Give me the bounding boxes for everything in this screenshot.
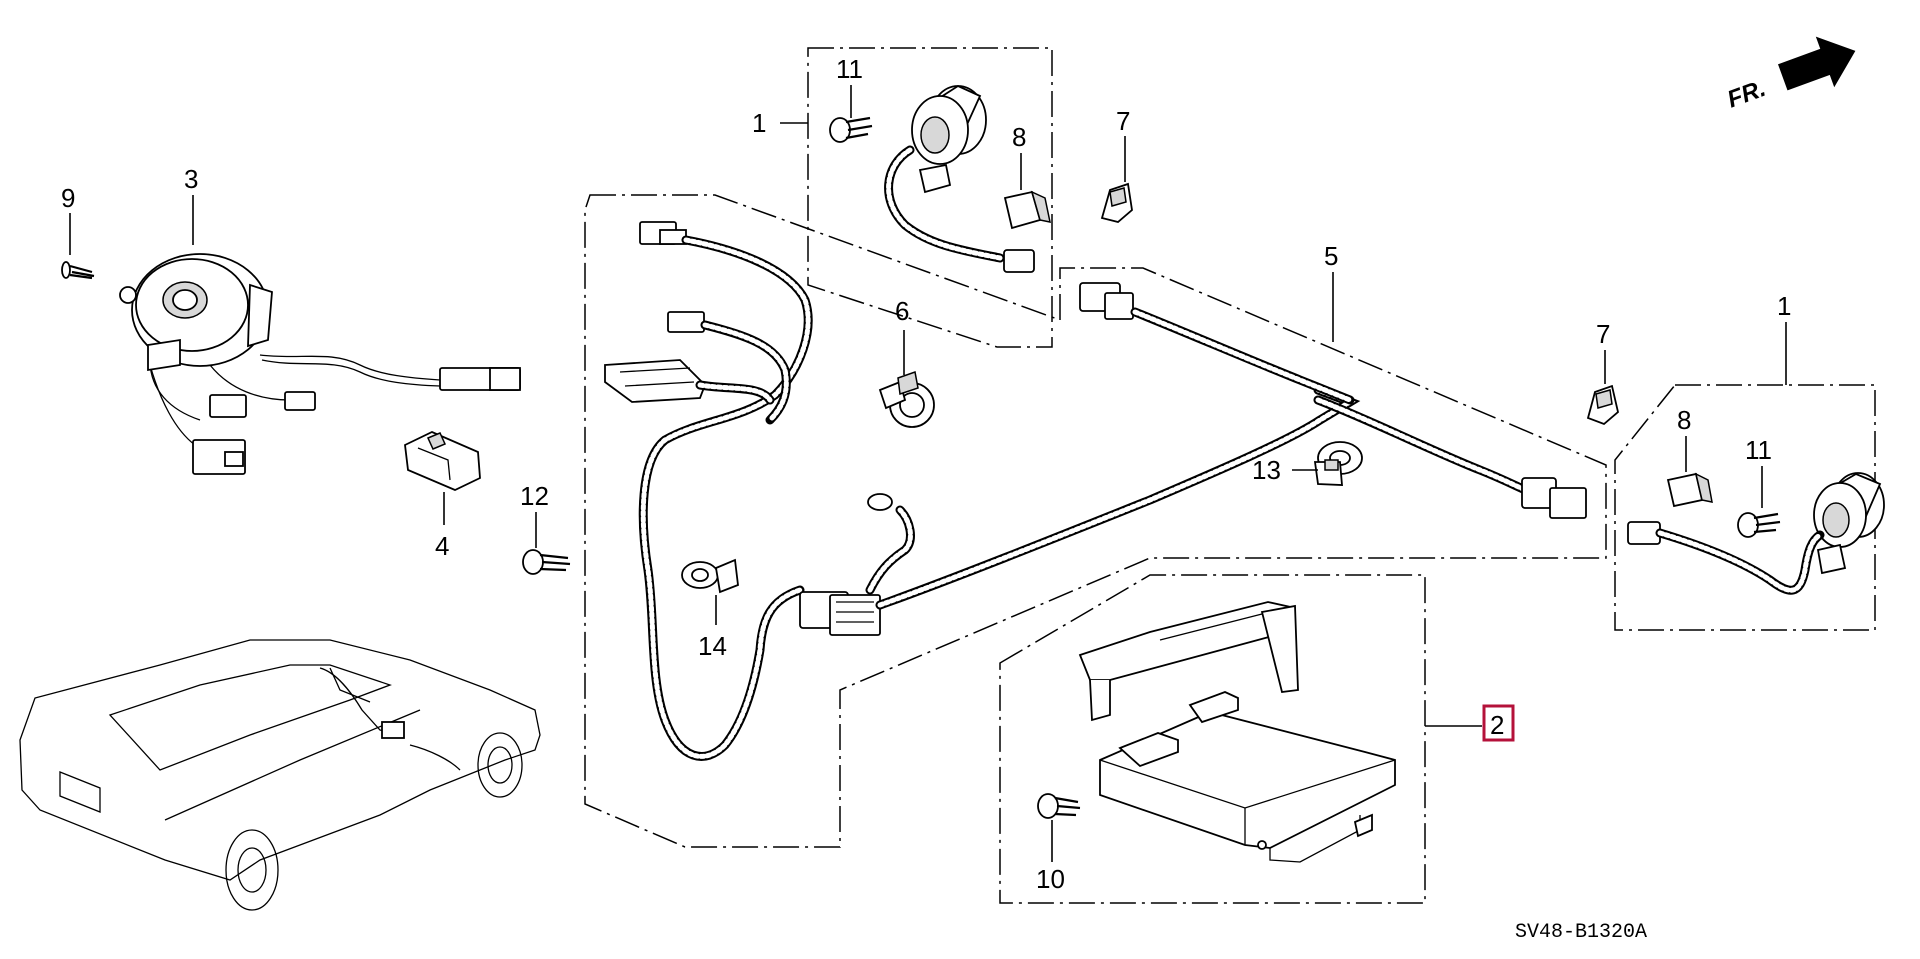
part-7-clip-right[interactable]	[1586, 384, 1619, 426]
part-8-clip-right[interactable]	[1666, 472, 1713, 508]
callout-13[interactable]: 13	[1252, 455, 1281, 485]
callout-2-highlight	[1482, 704, 1515, 742]
main-harness-group-box	[584, 194, 1607, 848]
part-2-srs-unit[interactable]	[1078, 601, 1396, 863]
callout-8-right[interactable]: 8	[1677, 405, 1691, 435]
part-4-bracket[interactable]	[404, 431, 481, 491]
callout-12[interactable]: 12	[520, 481, 549, 511]
front-label: FR.	[1724, 75, 1770, 114]
callout-1-top[interactable]: 1	[752, 108, 766, 138]
callout-8-top[interactable]: 8	[1012, 122, 1026, 152]
part-14-clip[interactable]	[681, 558, 739, 594]
part-12-bolt[interactable]	[522, 549, 571, 575]
part-1-sensor-right[interactable]	[1627, 472, 1885, 595]
part-11-bolt-top[interactable]	[829, 116, 873, 143]
part-6-clamp[interactable]	[878, 371, 935, 428]
part-13-clamp[interactable]	[1313, 441, 1363, 486]
callout-4[interactable]: 4	[435, 531, 449, 561]
part-2-unit-group-box	[999, 574, 1426, 904]
group-box-1-top	[807, 47, 1053, 348]
part-5-harness[interactable]	[1079, 282, 1587, 519]
part-2-harness[interactable]	[604, 221, 1361, 761]
part-10-bolt[interactable]	[1037, 793, 1081, 819]
group-box-1-right	[1614, 384, 1876, 631]
callout-6[interactable]: 6	[895, 296, 909, 326]
callout-7-top[interactable]: 7	[1116, 106, 1130, 136]
front-arrow-icon	[1777, 36, 1856, 91]
part-3-cable-reel[interactable]	[119, 253, 521, 475]
part-1-sensor-top[interactable]	[884, 84, 1035, 273]
callout-7-right[interactable]: 7	[1596, 319, 1610, 349]
part-11-bolt-right[interactable]	[1737, 512, 1781, 538]
callout-9[interactable]: 9	[61, 183, 75, 213]
callout-10[interactable]: 10	[1036, 864, 1065, 894]
part-9-screw[interactable]	[61, 261, 95, 280]
callout-5[interactable]: 5	[1324, 241, 1338, 271]
callout-3[interactable]: 3	[184, 164, 198, 194]
callout-11-top[interactable]: 11	[836, 54, 863, 84]
callout-11-right[interactable]: 11	[1745, 435, 1772, 465]
vehicle-location-illustration	[19, 639, 541, 911]
callout-2[interactable]: 2	[1490, 710, 1504, 740]
part-8-clip-top[interactable]	[1003, 190, 1051, 230]
front-direction-indicator: FR.	[1724, 36, 1856, 114]
callout-1-right[interactable]: 1	[1777, 291, 1791, 321]
part-7-clip-top[interactable]	[1100, 182, 1133, 223]
diagram-code: SV48-B1320A	[1515, 921, 1647, 944]
callout-14[interactable]: 14	[698, 631, 727, 661]
